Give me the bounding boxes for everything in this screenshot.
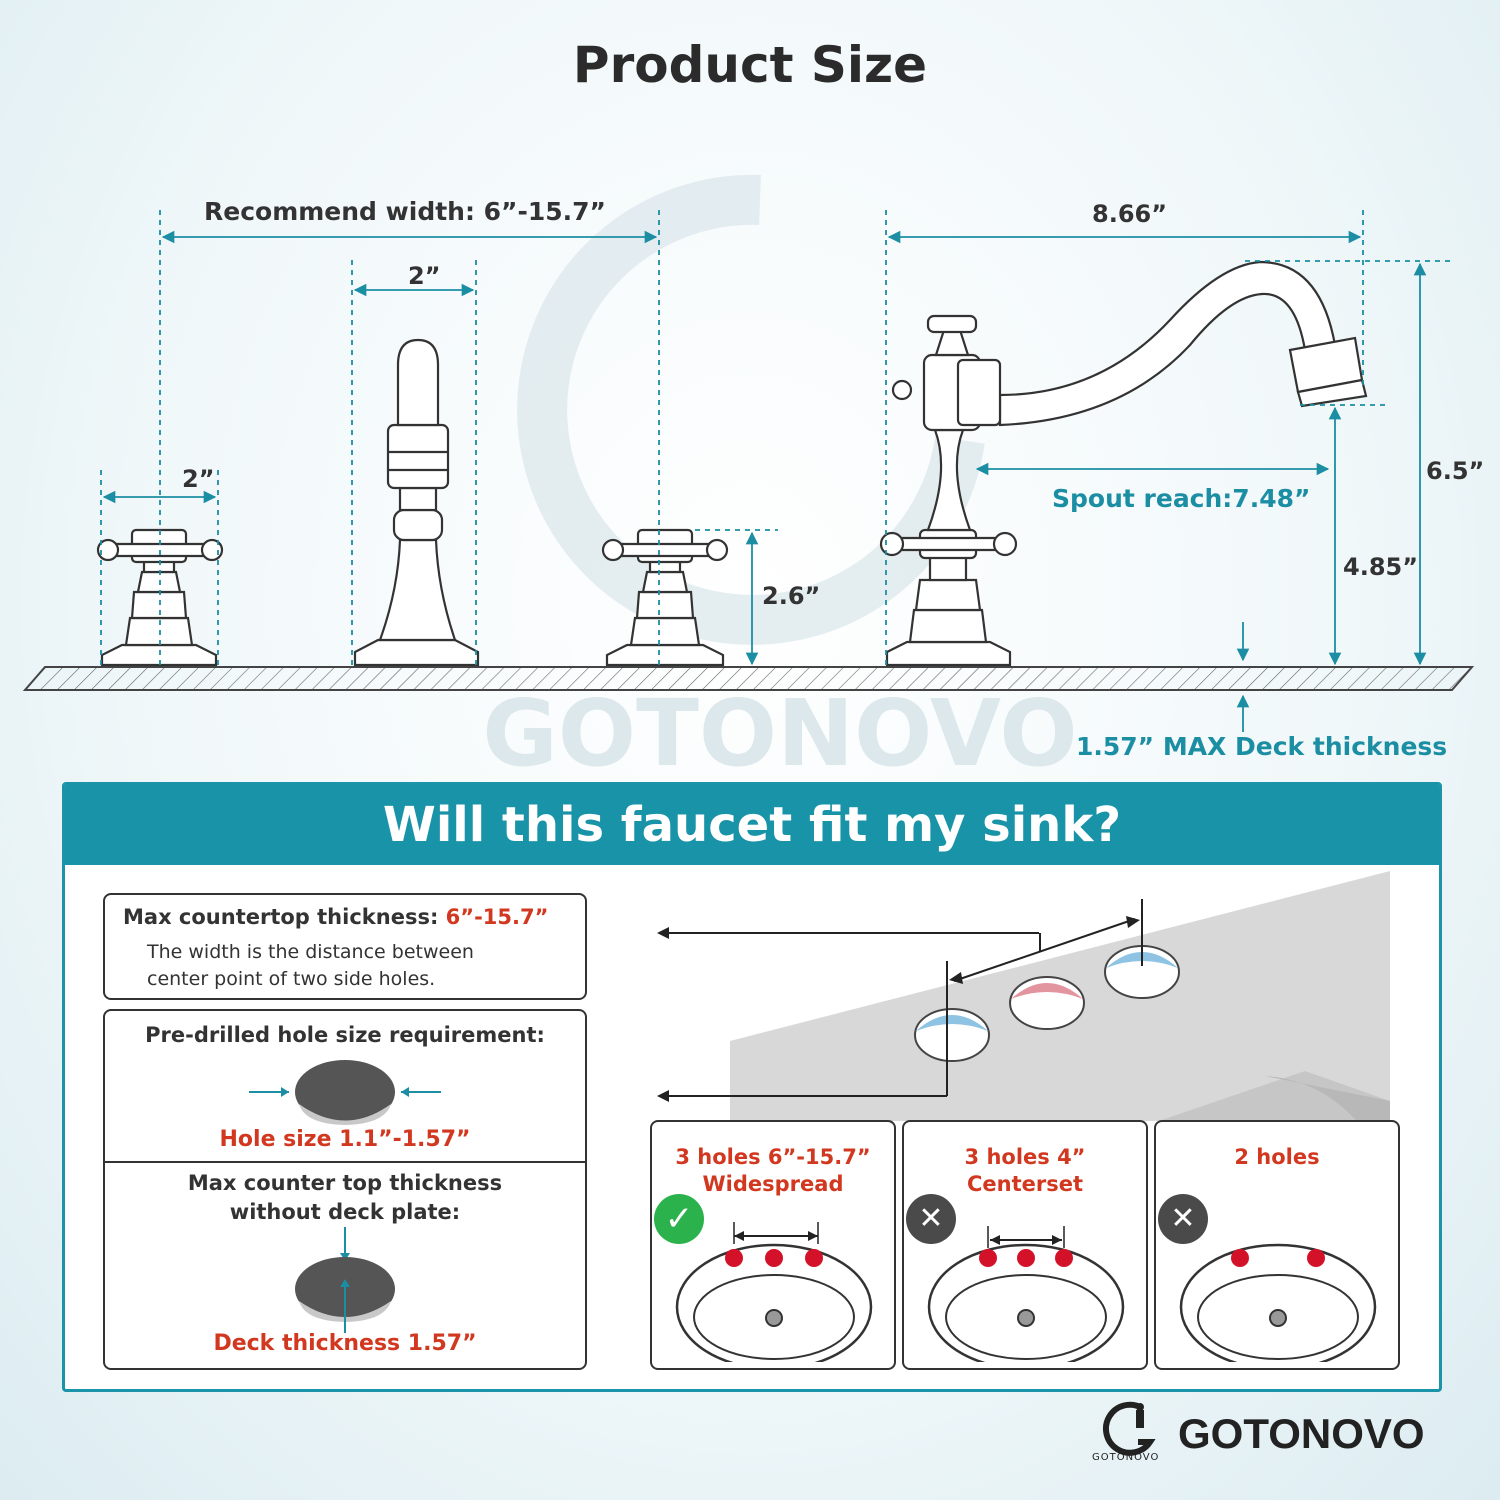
watermark-text: GOTONOVO [482,680,1077,780]
countertop-thickness-desc: The width is the distance between center… [147,941,474,990]
total-height-label: 6.5” [1426,457,1485,485]
brand-logo-icon [1103,1401,1156,1456]
check-icon: ✓ [654,1194,704,1244]
right-handle [601,528,729,667]
card-centerset: 3 holes 4”Centerset ✕ [902,1120,1148,1370]
x-icon: ✕ [906,1194,956,1244]
deck-thickness-label: 1.57” MAX Deck thickness [1076,732,1448,761]
spout-top-width-label: 2” [408,262,441,290]
deck-thickness-icon [295,1227,395,1333]
fit-panel: Will this faucet fit my sink? Max counte… [62,782,1442,1392]
deck-thickness-value: Deck thickness 1.57” [213,1331,477,1356]
left-handle [96,528,224,667]
handle-height-label: 2.6” [762,582,821,610]
total-length-label: 8.66” [1092,200,1167,228]
sink-2-holes [1179,1243,1377,1362]
hole-size-value: Hole size 1.1”-1.57” [219,1127,471,1152]
brand-logo-small: GOTONOVO [1092,1452,1160,1463]
sink-3-holes-centerset [927,1226,1125,1362]
hole-size-icon [249,1060,441,1125]
dimension-lines [100,210,1455,732]
countertop-thickness-box: Max countertop thickness: 6”-15.7” The w… [103,893,587,1000]
faucet-diagram [22,210,1475,732]
sink-countertop-illustration [657,871,1390,1121]
deck-thickness-title: Max counter top thickness without deck p… [187,1171,503,1224]
x-icon: ✕ [1158,1194,1208,1244]
hole-size-title: Pre-drilled hole size requirement: [145,1023,545,1047]
recommend-width-label: Recommend width: 6”-15.7” [204,197,606,226]
watermark: GOTONOVO [482,174,1078,780]
spout-height-label: 4.85” [1343,553,1418,581]
spout-reach-label: Spout reach:7.48” [1052,484,1311,513]
card-2-holes: 2 holes ✕ [1154,1120,1400,1370]
fit-header: Will this faucet fit my sink? [65,785,1439,865]
brand-name: GOTONOVO [1178,1410,1425,1457]
card-widespread: 3 holes 6”-15.7”Widespread ✓ [650,1120,896,1370]
countertop [22,666,1475,691]
countertop-thickness-label: Max countertop thickness: 6”-15.7” [123,905,549,929]
front-spout [353,338,480,667]
sink-3-holes-wide [675,1222,873,1362]
side-spout [879,260,1368,667]
box-divider [105,1161,585,1163]
hole-requirements-box: Pre-drilled hole size requirement: Hole … [103,1009,587,1370]
countertop-thickness-value: 6”-15.7” [445,905,549,929]
page-title: Product Size [572,36,928,94]
handle-width-label: 2” [182,465,215,493]
